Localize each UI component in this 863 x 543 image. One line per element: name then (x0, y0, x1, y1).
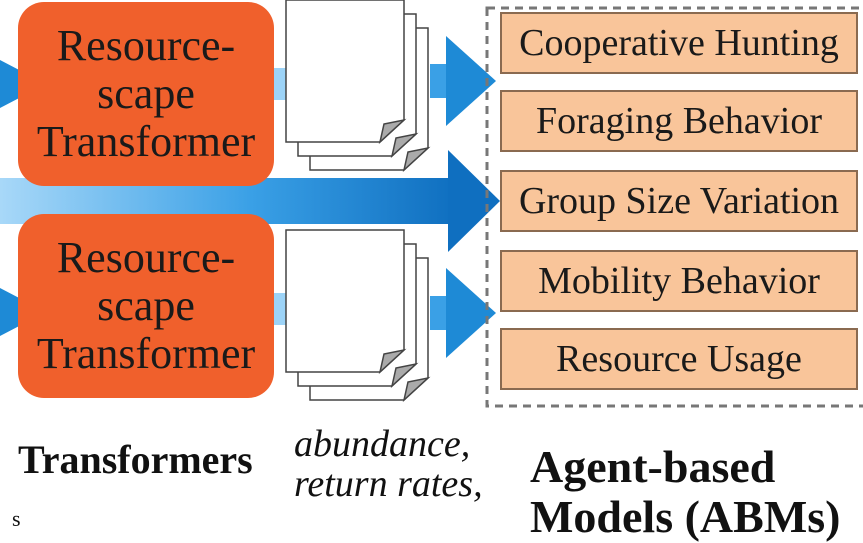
abm-mobility-behavior: Mobility Behavior (500, 250, 858, 312)
abm-label: Mobility Behavior (538, 260, 820, 302)
abm-group-size-variation: Group Size Variation (500, 170, 858, 232)
transformer-line: Resource- (56, 21, 236, 70)
transformer-line: Transformer (36, 329, 256, 378)
transformer-line: Transformer (36, 117, 256, 166)
clipped-caption-char: s (12, 506, 21, 531)
document-stack-top (285, 0, 431, 173)
transformers-heading: Transformers (18, 437, 253, 482)
abm-resource-usage: Resource Usage (500, 328, 858, 390)
transformer-line: scape (97, 281, 195, 330)
abm-heading-line-1: Agent-based (530, 441, 776, 492)
metrics-line-1: abundance, (294, 423, 471, 465)
abm-cooperative-hunting: Cooperative Hunting (500, 12, 858, 74)
abm-label: Cooperative Hunting (519, 22, 839, 64)
metrics-line-2: return rates, (294, 463, 483, 505)
resourcescape-transformer-top: Resource- scape Transformer (18, 2, 274, 186)
abm-label: Resource Usage (556, 338, 802, 380)
doc-arrow-top (430, 36, 496, 126)
resourcescape-transformer-bottom: Resource- scape Transformer (18, 214, 274, 398)
abm-foraging-behavior: Foraging Behavior (500, 90, 858, 152)
transformer-line: scape (97, 69, 195, 118)
document-stack-bottom (285, 229, 431, 403)
doc-arrow-bottom (430, 268, 496, 358)
abm-heading-line-2: Models (ABMs) (530, 491, 841, 542)
abm-label: Group Size Variation (518, 180, 840, 222)
abm-label: Foraging Behavior (535, 100, 822, 142)
transformer-line: Resource- (56, 233, 236, 282)
abm-container (485, 6, 863, 408)
